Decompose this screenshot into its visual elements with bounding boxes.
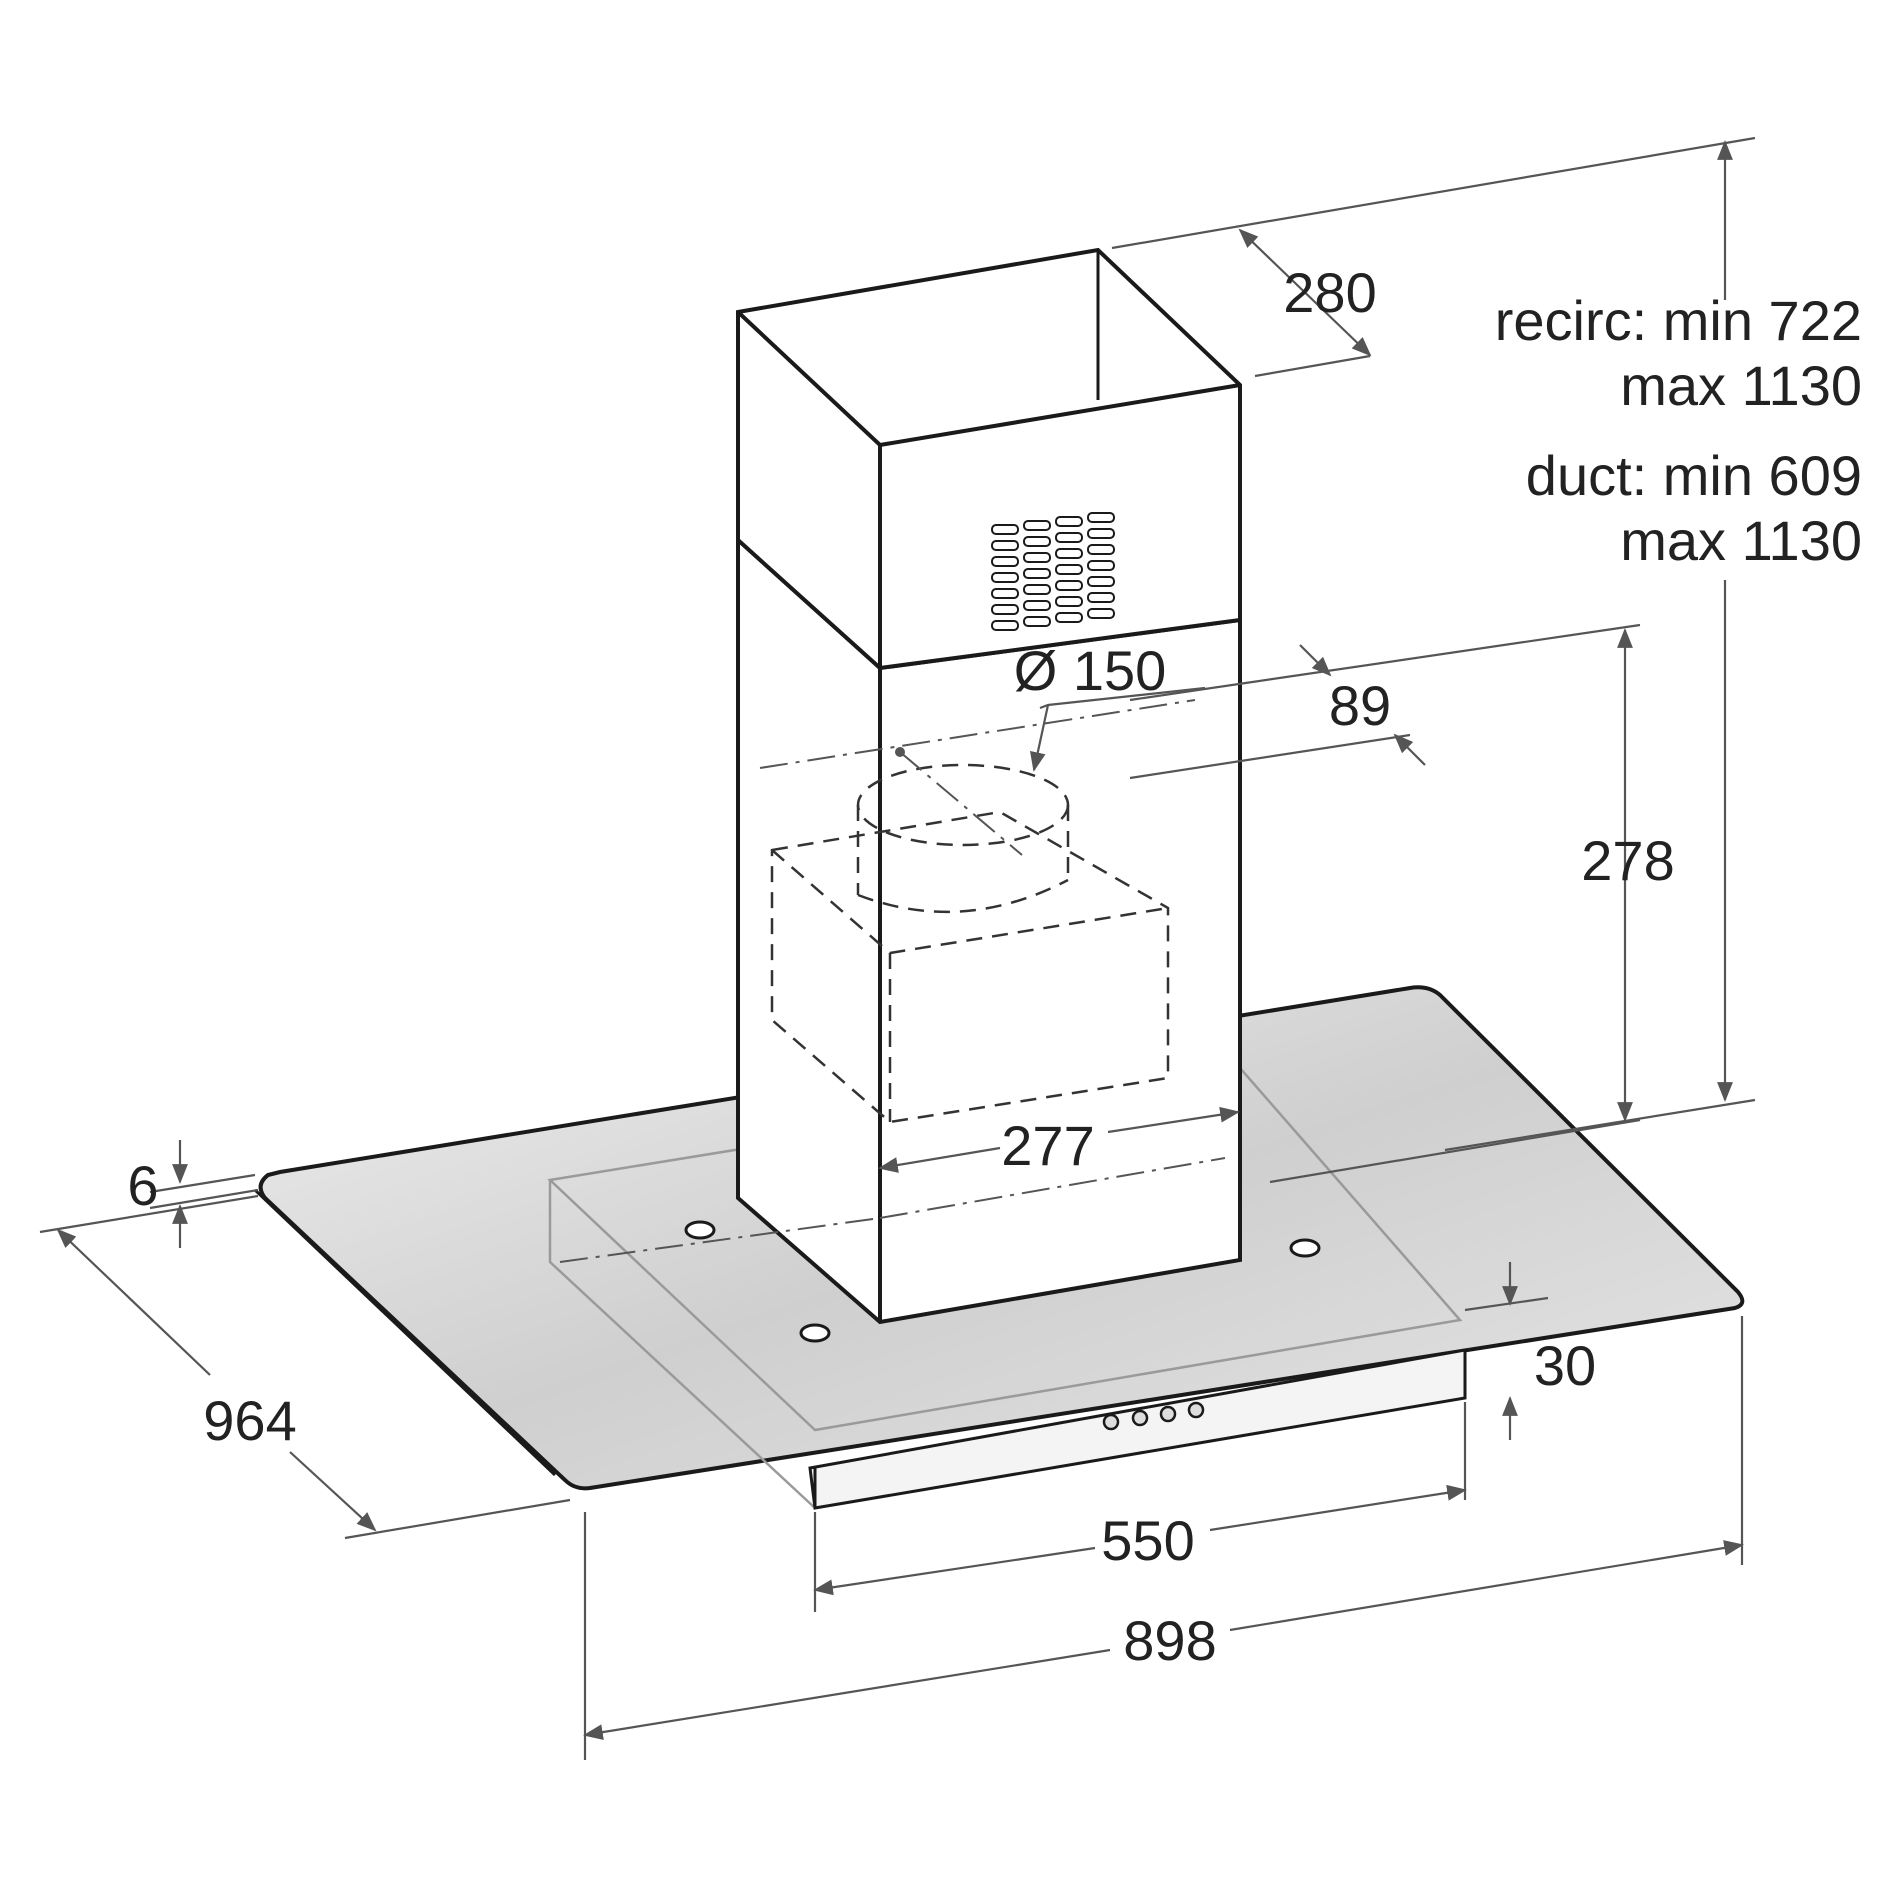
duct-max-label: max 1130 bbox=[1620, 509, 1862, 572]
control-knobs bbox=[1102, 1401, 1205, 1431]
glass-thickness-label: 6 bbox=[127, 1154, 158, 1217]
duct-min: min 609 bbox=[1663, 444, 1862, 507]
body-width-label: 550 bbox=[1101, 1509, 1194, 1572]
chimney-upper bbox=[736, 247, 1242, 671]
chimney-depth-label: 280 bbox=[1283, 261, 1376, 324]
knob-icon bbox=[1102, 1413, 1120, 1431]
recirc-min: min 722 bbox=[1663, 289, 1862, 352]
recirc-prefix: recirc: bbox=[1495, 289, 1647, 352]
duct-label: duct: min 609 bbox=[1526, 444, 1862, 507]
hidden-motor-box bbox=[770, 763, 1170, 1124]
total-width-label: 898 bbox=[1123, 1609, 1216, 1672]
chimney-width-label: 277 bbox=[1001, 1114, 1094, 1177]
recirc-max-label: max 1130 bbox=[1620, 354, 1862, 417]
hood-height-label: 278 bbox=[1581, 829, 1674, 892]
dimension-lines bbox=[39, 136, 1756, 1760]
outlet-diameter-label: Ø 150 bbox=[1014, 639, 1167, 702]
hood-body bbox=[808, 1348, 1467, 1510]
outlet-offset-label: 89 bbox=[1329, 674, 1391, 737]
recirc-label: recirc: min 722 bbox=[1495, 289, 1862, 352]
total-depth-label: 964 bbox=[203, 1389, 296, 1452]
vent-grille-icon bbox=[991, 512, 1115, 631]
body-height-label: 30 bbox=[1534, 1334, 1596, 1397]
knob-icon bbox=[1159, 1405, 1177, 1423]
center-lines bbox=[559, 699, 1226, 1263]
mounting-holes bbox=[684, 1220, 1321, 1343]
duct-prefix: duct: bbox=[1526, 444, 1647, 507]
knob-icon bbox=[1187, 1401, 1205, 1419]
knob-icon bbox=[1131, 1409, 1149, 1427]
dimension-labels: 280 recirc: min 722 max 1130 duct: min 6… bbox=[127, 261, 1862, 1672]
